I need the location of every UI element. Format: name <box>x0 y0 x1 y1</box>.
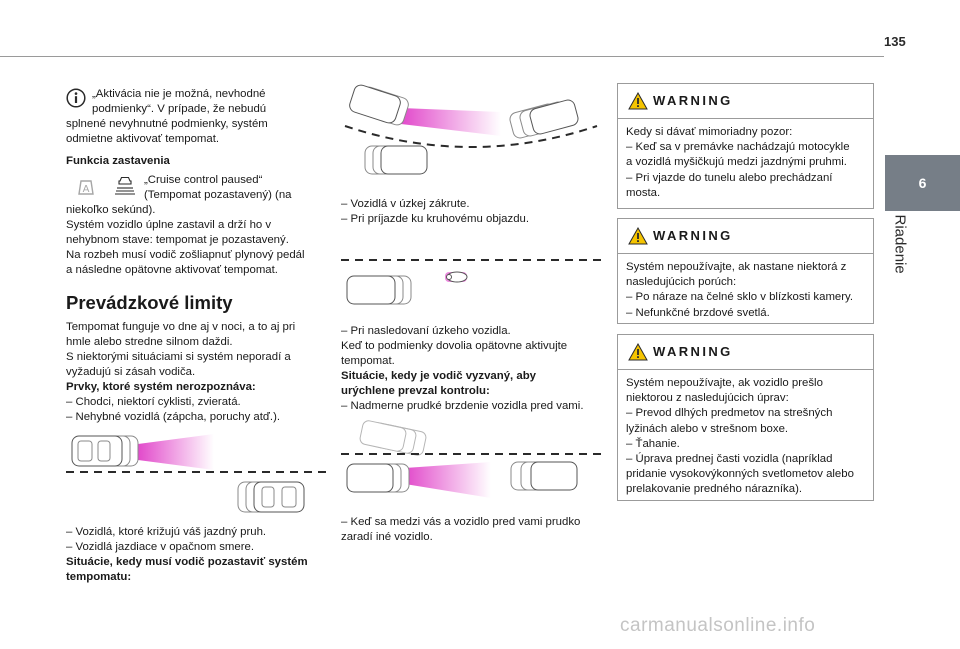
warning-icon <box>628 343 648 361</box>
warning-line: – Prevod dlhých predmetov na strešných <box>626 407 833 420</box>
warning-box-2: WARNING Systém nepoužívajte, ak nastane … <box>617 218 874 324</box>
reactivate-text-1: Keď to podmienky dovolia opätovne aktivu… <box>341 340 568 352</box>
warning-line: niektorou z nasledujúcich úprav: <box>626 392 789 405</box>
warning-line: – Keď sa v premávke nachádzajú motocykle <box>626 141 850 154</box>
info-text-2: podmienky“. V prípade, že nebudú <box>92 103 267 115</box>
limits-text-1: Tempomat funguje vo dne aj v noci, a to … <box>66 321 296 333</box>
warning-line: – Pri vjazde do tunelu alebo prechádzaní <box>626 171 833 184</box>
warning-box-1: WARNING Kedy si dávať mimoriadny pozor: … <box>617 83 874 209</box>
warning-line: mosta. <box>626 186 661 199</box>
limits-text-4: vyžadujú si zásah vodiča. <box>66 366 196 378</box>
info-text-1: „Aktivácia nie je možná, nevhodné <box>92 88 266 100</box>
watermark: carmanualsonline.info <box>620 615 816 636</box>
warning-icon <box>628 227 648 245</box>
info-icon <box>66 88 86 108</box>
warning-line: – Úprava prednej časti vozidla (napríkla… <box>626 453 833 466</box>
limits-text-3: S niektorými situáciami si systém nepora… <box>66 351 291 363</box>
limits-text-2: hmle alebo stredne silnom daždi. <box>66 336 233 348</box>
narrow-item: – Pri nasledovaní úzkeho vozidla. <box>341 325 511 337</box>
page-number: 135 <box>884 34 906 49</box>
warning-line: a vozidlá myšičkujú medzi jazdnými pruhm… <box>626 156 847 169</box>
takeover-heading-1: Situácie, kedy je vodič vyzvaný, aby <box>341 370 537 382</box>
info-text-4: odmietne aktivovať tempomat. <box>66 133 220 145</box>
illustration-narrow-curve <box>344 84 598 175</box>
warning-icon <box>628 92 648 110</box>
curve-item-2: – Pri príjazde ku kruhovému objazdu. <box>341 213 530 225</box>
unrecognized-item-2: – Nehybné vozidlá (zápcha, poruchy atď.)… <box>66 411 281 423</box>
unrecognized-heading: Prvky, ktoré systém nerozpoznáva: <box>66 381 256 393</box>
stop-heading: Funkcia zastavenia <box>66 155 170 167</box>
stop-text-5: a následne opätovne aktivovať tempomat. <box>66 264 278 276</box>
warning-line: – Ťahanie. <box>626 437 680 450</box>
cruise-paused-text-1: „Cruise control paused“ <box>144 174 263 186</box>
cut-in-item-1: – Keď sa medzi vás a vozidlo pred vami p… <box>341 516 581 528</box>
pause-heading-2: tempomatu: <box>66 571 132 583</box>
crossing-item-2: – Vozidlá jazdiace v opačnom smere. <box>66 541 255 553</box>
chapter-tab[interactable]: 6 <box>885 155 960 211</box>
adaptive-cruise-icon: A <box>78 180 94 195</box>
warning-line: – Nefunkčné brzdové svetlá. <box>626 306 770 319</box>
takeover-heading-2: urýchlene prevzal kontrolu: <box>341 385 490 397</box>
illustration-narrow-vehicle <box>341 259 601 305</box>
warning-line: – Po náraze na čelné sklo v blízkosti ka… <box>626 291 854 304</box>
warning-header: WARNING <box>618 219 873 254</box>
header-rule <box>0 56 884 57</box>
reactivate-text-2: tempomat. <box>341 355 395 367</box>
warning-line: Systém nepoužívajte, ak vozidlo prešlo <box>626 377 823 389</box>
car-distance-icon <box>115 176 135 195</box>
cruise-paused-text-2: (Tempomat pozastavený) (na <box>144 189 292 201</box>
unrecognized-item-1: – Chodci, niektorí cyklisti, zvieratá. <box>66 396 241 408</box>
warning-line: prelakovanie predného nárazníka). <box>626 483 803 496</box>
braking-item: – Nadmerne prudké brzdenie vozidla pred … <box>341 400 584 412</box>
crossing-item-1: – Vozidlá, ktoré križujú váš jazdný pruh… <box>66 526 267 538</box>
warning-line: pridanie vysokovýkonných svetlometov ale… <box>626 468 854 481</box>
pause-heading-1: Situácie, kedy musí vodič pozastaviť sys… <box>66 556 308 568</box>
warning-title: WARNING <box>653 93 733 108</box>
warning-title: WARNING <box>653 228 733 243</box>
warning-title: WARNING <box>653 344 733 359</box>
warning-header: WARNING <box>618 335 873 370</box>
illustration-cut-in <box>341 420 601 498</box>
stop-text-2: Systém vozidlo úplne zastavil a drží ho … <box>66 219 272 231</box>
cut-in-item-2: zaradí iné vozidlo. <box>341 531 433 543</box>
warning-header: WARNING <box>618 84 873 119</box>
svg-text:A: A <box>83 184 90 195</box>
warning-box-3: WARNING Systém nepoužívajte, ak vozidlo … <box>617 334 874 501</box>
chapter-title: Riadenie <box>891 214 909 274</box>
stop-text-3: nehybnom stave: tempomat je pozastavený. <box>66 234 289 246</box>
stop-text-1: niekoľko sekúnd). <box>66 204 156 216</box>
warning-line: Kedy si dávať mimoriadny pozor: <box>626 126 793 138</box>
stop-text-4: Na rozbeh musí vodič zošliapnuť plynový … <box>66 249 305 261</box>
warning-line: lyžinách alebo v strešnom boxe. <box>626 422 789 435</box>
illustration-crossing-vehicles <box>66 434 326 513</box>
info-text-3: splnené nevyhnutné podmienky, systém <box>66 118 268 130</box>
chapter-number: 6 <box>918 175 927 191</box>
warning-line: nasledujúcich porúch: <box>626 276 737 289</box>
section-heading: Prevádzkové limity <box>66 292 233 313</box>
warning-line: Systém nepoužívajte, ak nastane niektorá… <box>626 261 847 273</box>
curve-item-1: – Vozidlá v úzkej zákrute. <box>341 198 470 210</box>
